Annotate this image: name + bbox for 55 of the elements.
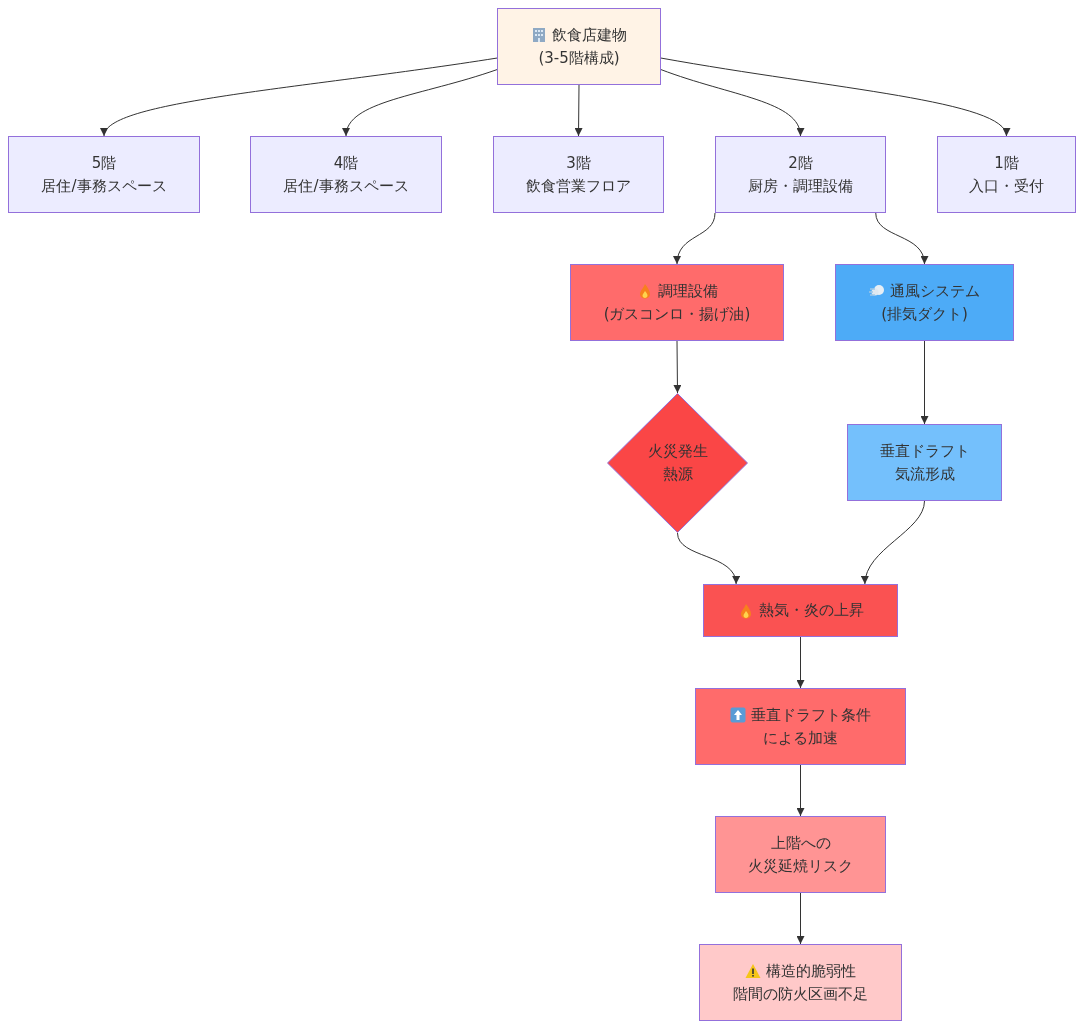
arrow [677, 532, 739, 585]
box-text: 2階 [788, 152, 813, 174]
arrow [796, 636, 805, 689]
process-box [8, 136, 200, 213]
box-text: 1階 [994, 152, 1019, 174]
box-text: 居住/事務スペース [41, 175, 167, 197]
box-text: (ガスコンロ・揚げ油) [603, 303, 751, 325]
box-text: 垂直ドラフト [879, 440, 970, 462]
process-box [937, 136, 1076, 213]
box-text: 通風システム [890, 280, 980, 302]
arrow [796, 764, 805, 817]
process-box [695, 688, 906, 765]
arrow [574, 84, 583, 137]
box-text: 調理設備 [657, 280, 718, 302]
process-box [715, 816, 886, 893]
process-box [570, 264, 784, 341]
arrow [920, 340, 929, 425]
box-text: 火災発生 [647, 441, 708, 462]
box-text: 火災延焼リスク [748, 855, 853, 877]
box-text: 居住/事務スペース [283, 175, 409, 197]
process-box [715, 136, 886, 213]
process-box [497, 8, 661, 85]
process-box [703, 584, 898, 637]
box-text: による加速 [763, 727, 838, 749]
box-text: 飲食営業フロア [526, 175, 631, 197]
process-box [699, 944, 902, 1021]
arrow [673, 340, 682, 394]
box-text: 構造的脆弱性 [766, 960, 856, 982]
arrow [660, 57, 1008, 137]
box-text: 熱気・炎の上昇 [758, 600, 864, 621]
box-text: 熱源 [662, 464, 693, 485]
arrow [673, 212, 716, 265]
box-text: (排気ダクト) [881, 303, 968, 325]
decision-diamond [607, 393, 748, 533]
arrow [875, 212, 928, 265]
box-text: 4階 [333, 152, 359, 174]
box-text: 気流形成 [894, 463, 955, 485]
box-text: 垂直ドラフト条件 [751, 704, 871, 726]
box-text: 階間の防火区画不足 [733, 983, 868, 1005]
arrow [660, 69, 804, 137]
box-text: 5階 [91, 152, 117, 174]
box-text: 飲食店建物 [552, 24, 627, 46]
box-text: 上階への [770, 832, 831, 854]
box-text: 厨房・調理設備 [748, 175, 853, 197]
arrow [343, 69, 498, 137]
arrow [862, 500, 925, 585]
process-box [250, 136, 442, 213]
box-text: 入口・受付 [969, 175, 1044, 197]
process-box [835, 264, 1014, 341]
arrow [796, 892, 805, 945]
process-box [847, 424, 1002, 501]
arrow [103, 57, 498, 137]
process-box [493, 136, 664, 213]
box-text: 3階 [566, 152, 591, 174]
box-text: (3-5階構成) [538, 47, 620, 69]
